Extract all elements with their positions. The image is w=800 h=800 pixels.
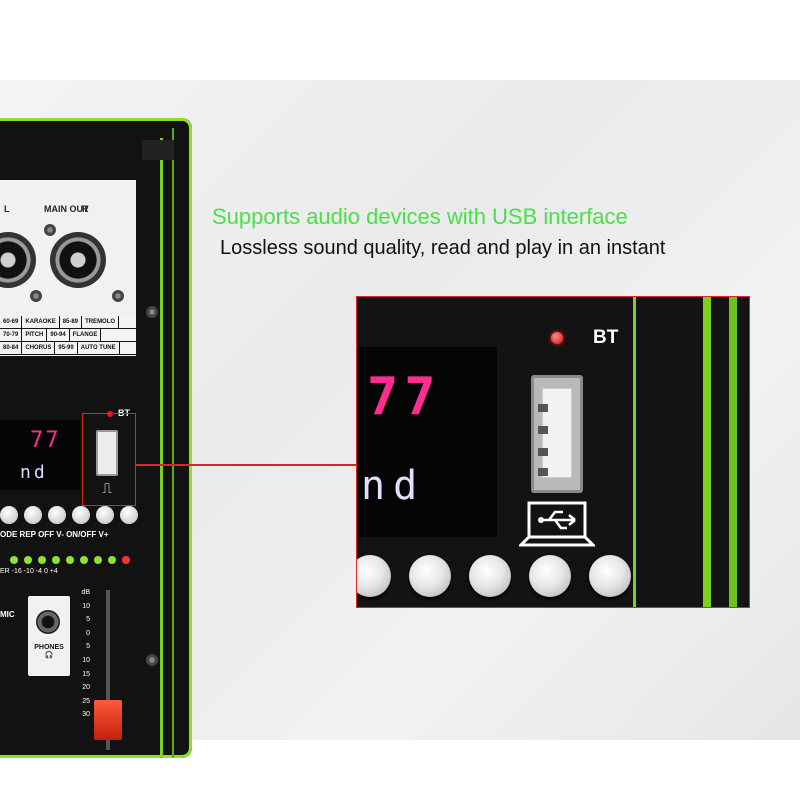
control-button[interactable] bbox=[48, 506, 66, 524]
control-buttons bbox=[357, 555, 631, 597]
level-meter-labels: ER -16 -10 -4 0 +4 bbox=[0, 568, 58, 575]
usb-computer-icon bbox=[519, 501, 595, 547]
usb-port[interactable] bbox=[531, 375, 583, 493]
phones-jack bbox=[36, 610, 60, 634]
effects-row: 70-79 PITCH 90-94 FLANGE bbox=[0, 329, 136, 342]
phones-plate bbox=[28, 596, 70, 676]
bt-led-small bbox=[107, 411, 113, 417]
usb-computer-icon: ⎍ bbox=[102, 480, 112, 496]
mic-label: MIC bbox=[0, 610, 15, 619]
screw bbox=[44, 224, 56, 236]
zoomed-usb-panel: 77 nd BT bbox=[356, 296, 750, 608]
right-channel-label: R bbox=[82, 204, 89, 214]
headline: Supports audio devices with USB interfac… bbox=[212, 204, 628, 229]
control-button[interactable] bbox=[72, 506, 90, 524]
green-rim bbox=[0, 118, 192, 758]
green-stripe bbox=[703, 297, 711, 607]
main-out-label: MAIN OUT bbox=[44, 204, 89, 214]
display-bottom-digits: nd bbox=[361, 463, 426, 509]
volume-fader-knob[interactable] bbox=[94, 700, 122, 740]
callout-line bbox=[136, 464, 357, 466]
control-button[interactable] bbox=[409, 555, 451, 597]
control-button[interactable] bbox=[529, 555, 571, 597]
control-button[interactable] bbox=[357, 555, 391, 597]
effects-row: 60-69 KARAOKE 85-89 TREMOLO bbox=[0, 316, 136, 329]
headphones-icon: 🎧 bbox=[44, 652, 54, 659]
screw bbox=[146, 306, 158, 318]
callout-highlight-box bbox=[82, 413, 136, 506]
xlr-right-jack bbox=[50, 232, 106, 288]
green-stripe bbox=[729, 297, 737, 607]
led-display bbox=[357, 347, 497, 537]
subheadline: Lossless sound quality, read and play in… bbox=[220, 237, 666, 259]
display-top-digits-small: 77 bbox=[30, 428, 61, 453]
screw bbox=[112, 290, 124, 302]
level-meter-leds bbox=[10, 556, 130, 564]
bt-label: BT bbox=[593, 327, 619, 348]
control-button[interactable] bbox=[24, 506, 42, 524]
effects-row: 80-84 CHORUS 95-99 AUTO TUNE bbox=[0, 342, 136, 355]
control-button[interactable] bbox=[589, 555, 631, 597]
phones-label: PHONES🎧 bbox=[34, 644, 64, 659]
led-display-small bbox=[0, 420, 80, 490]
green-stripe bbox=[160, 138, 163, 758]
button-labels: ODE REP OFF V- ON/OFF V+ bbox=[0, 530, 109, 539]
usb-port-small bbox=[96, 430, 118, 476]
left-channel-label: L bbox=[4, 204, 10, 214]
control-button[interactable] bbox=[96, 506, 114, 524]
bt-indicator-led bbox=[551, 332, 563, 344]
control-buttons-small bbox=[0, 506, 138, 524]
control-button[interactable] bbox=[120, 506, 138, 524]
fader-track bbox=[106, 590, 110, 750]
green-stripe bbox=[633, 297, 636, 607]
screw bbox=[30, 290, 42, 302]
effects-table: 60-69 KARAOKE 85-89 TREMOLO 70-79 PITCH … bbox=[0, 316, 136, 356]
screw bbox=[146, 654, 158, 666]
panel-tab bbox=[142, 140, 174, 160]
green-stripe-thin bbox=[172, 128, 174, 758]
display-bottom-digits-small: nd bbox=[20, 462, 48, 483]
control-button[interactable] bbox=[0, 506, 18, 524]
display-top-digits: 77 bbox=[367, 367, 442, 427]
control-button[interactable] bbox=[469, 555, 511, 597]
